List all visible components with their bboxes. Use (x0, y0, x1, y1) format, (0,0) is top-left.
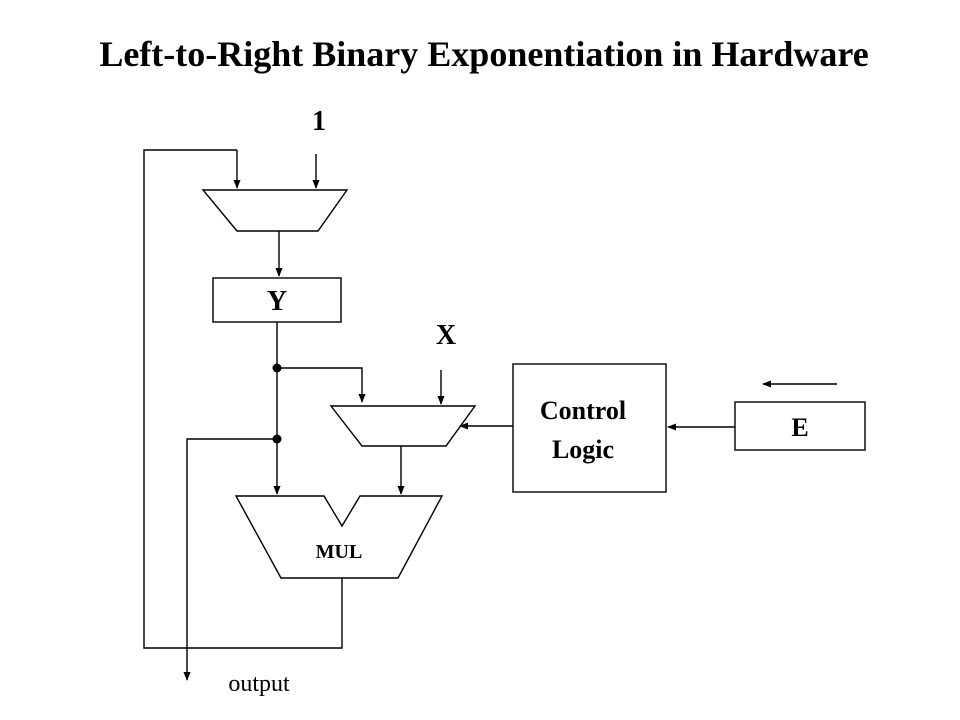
y-to-second-mux-arrow (277, 367, 366, 403)
output-arrow (183, 438, 277, 681)
top-multiplexer (201, 189, 349, 232)
register-e-label: E (791, 413, 808, 442)
multiplier-label: MUL (316, 541, 363, 563)
diagram-title: Left-to-Right Binary Exponentiation in H… (99, 34, 868, 74)
control-logic-block (512, 363, 667, 493)
input-x-label: X (436, 320, 456, 351)
register-y (212, 277, 342, 323)
control-logic-label-line1: Control (540, 396, 626, 425)
second-multiplexer (329, 405, 477, 447)
multiplier (234, 495, 444, 579)
output-label: output (228, 671, 290, 697)
register-y-label: Y (267, 286, 287, 317)
constant-one-label: 1 (312, 106, 326, 137)
register-e (734, 401, 866, 451)
feedback-wire (143, 149, 343, 649)
control-logic-label-line2: Logic (552, 435, 614, 464)
